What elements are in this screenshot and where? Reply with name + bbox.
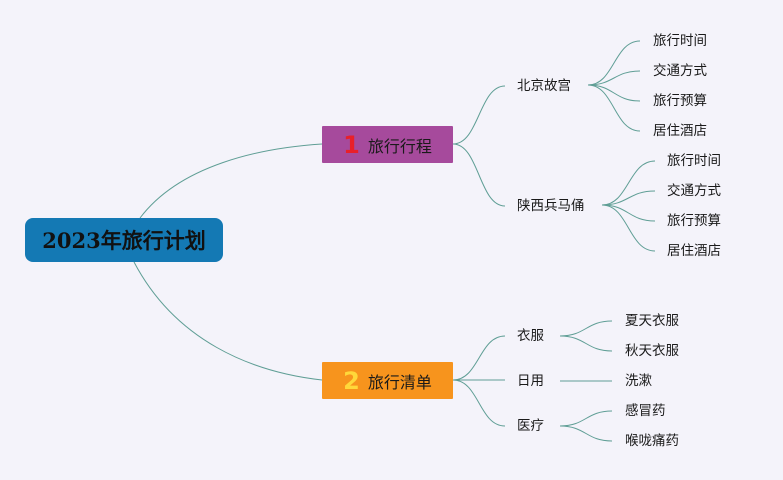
subtopic-label: 衣服 (517, 328, 544, 344)
branch-label: 旅行行程 (367, 136, 432, 156)
root-to-branch-1-line (139, 143, 323, 219)
subtopic-to-leaf-line (559, 320, 613, 337)
subtopic-to-leaf-line (601, 190, 656, 206)
branch-label: 旅行清单 (367, 372, 432, 392)
branch-2-to-subtopic-line (452, 379, 506, 427)
subtopic-medical[interactable]: 医疗 (517, 416, 544, 436)
subtopic-to-leaf-line (587, 40, 641, 86)
leaf-toiletries[interactable]: 洗漱 (625, 371, 652, 391)
leaf-label: 旅行预算 (653, 93, 707, 109)
leaf-travel-time[interactable]: 旅行时间 (653, 31, 707, 51)
branch-1-to-subtopic-line (452, 143, 506, 207)
subtopic-label: 北京故宫 (517, 78, 571, 94)
leaf-budget[interactable]: 旅行预算 (653, 91, 707, 111)
subtopic-clothes[interactable]: 衣服 (517, 326, 544, 346)
leaf-label: 秋天衣服 (625, 343, 679, 359)
leaf-hotel[interactable]: 居住酒店 (653, 121, 707, 141)
leaf-budget[interactable]: 旅行预算 (667, 211, 721, 231)
leaf-cold-medicine[interactable]: 感冒药 (625, 401, 666, 421)
subtopic-to-leaf-line (587, 84, 641, 132)
branch-travel-checklist[interactable]: 2 旅行清单 (322, 362, 453, 399)
leaf-label: 交通方式 (653, 63, 707, 79)
subtopic-to-leaf-line (559, 425, 613, 442)
root-topic-label: 2023年旅行计划 (42, 228, 206, 253)
subtopic-to-leaf-line (587, 70, 641, 86)
leaf-hotel[interactable]: 居住酒店 (667, 241, 721, 261)
leaf-autumn-clothes[interactable]: 秋天衣服 (625, 341, 679, 361)
subtopic-label: 陕西兵马俑 (517, 198, 585, 214)
leaf-label: 居住酒店 (667, 243, 721, 259)
leaf-label: 旅行时间 (667, 153, 721, 169)
leaf-label: 洗漱 (625, 373, 652, 389)
subtopic-to-leaf-line (587, 84, 641, 102)
leaf-label: 感冒药 (625, 403, 666, 419)
leaf-travel-time[interactable]: 旅行时间 (667, 151, 721, 171)
leaf-transport[interactable]: 交通方式 (653, 61, 707, 81)
root-topic[interactable]: 2023年旅行计划 (25, 218, 223, 262)
root-to-branch-2-line (133, 261, 323, 381)
subtopic-daily-use[interactable]: 日用 (517, 371, 544, 391)
leaf-sore-throat-medicine[interactable]: 喉咙痛药 (625, 431, 679, 451)
subtopic-label: 医疗 (517, 418, 544, 434)
leaf-label: 旅行时间 (653, 33, 707, 49)
priority-2-badge: 2 (343, 366, 360, 395)
subtopic-to-leaf-line (601, 204, 656, 252)
branch-2-to-subtopic-line (452, 335, 506, 381)
subtopic-to-leaf-line (559, 335, 613, 352)
subtopic-to-leaf-line (559, 410, 613, 427)
subtopic-to-leaf-line (601, 160, 656, 206)
priority-1-badge: 1 (343, 130, 360, 159)
leaf-summer-clothes[interactable]: 夏天衣服 (625, 311, 679, 331)
leaf-label: 居住酒店 (653, 123, 707, 139)
branch-1-to-subtopic-line (452, 85, 506, 145)
leaf-label: 夏天衣服 (625, 313, 679, 329)
leaf-label: 交通方式 (667, 183, 721, 199)
branch-travel-itinerary[interactable]: 1 旅行行程 (322, 126, 453, 163)
subtopic-label: 日用 (517, 373, 544, 389)
subtopic-beijing-palace[interactable]: 北京故宫 (517, 76, 571, 96)
subtopic-to-leaf-line (601, 204, 656, 222)
leaf-label: 旅行预算 (667, 213, 721, 229)
subtopic-shaanxi-terracotta[interactable]: 陕西兵马俑 (517, 196, 585, 216)
leaf-transport[interactable]: 交通方式 (667, 181, 721, 201)
leaf-label: 喉咙痛药 (625, 433, 679, 449)
